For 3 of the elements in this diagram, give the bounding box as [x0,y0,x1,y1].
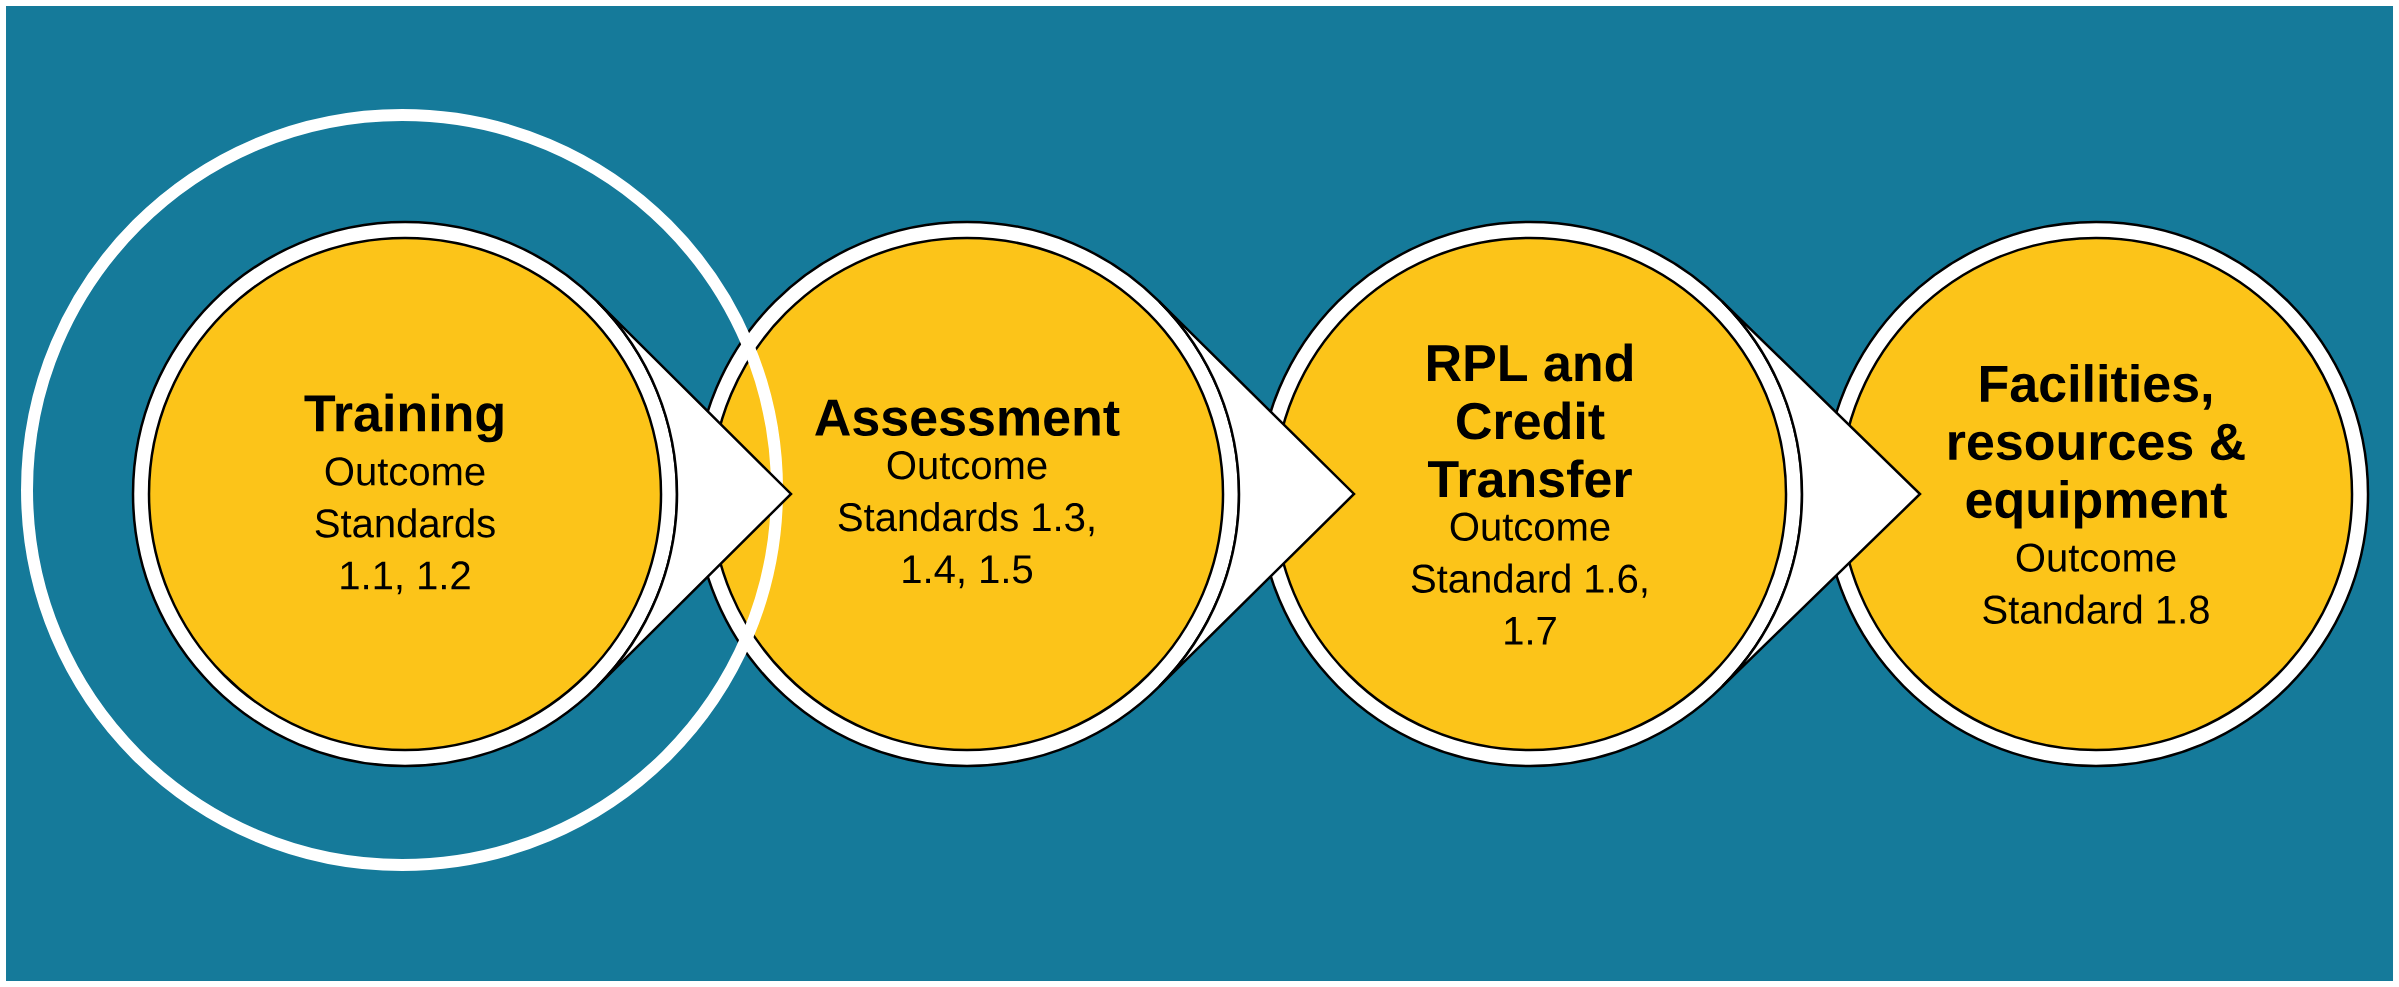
arrow-pointer [1721,300,1922,688]
arrow-pointer [1158,300,1356,688]
arrow-pointer [596,300,793,688]
